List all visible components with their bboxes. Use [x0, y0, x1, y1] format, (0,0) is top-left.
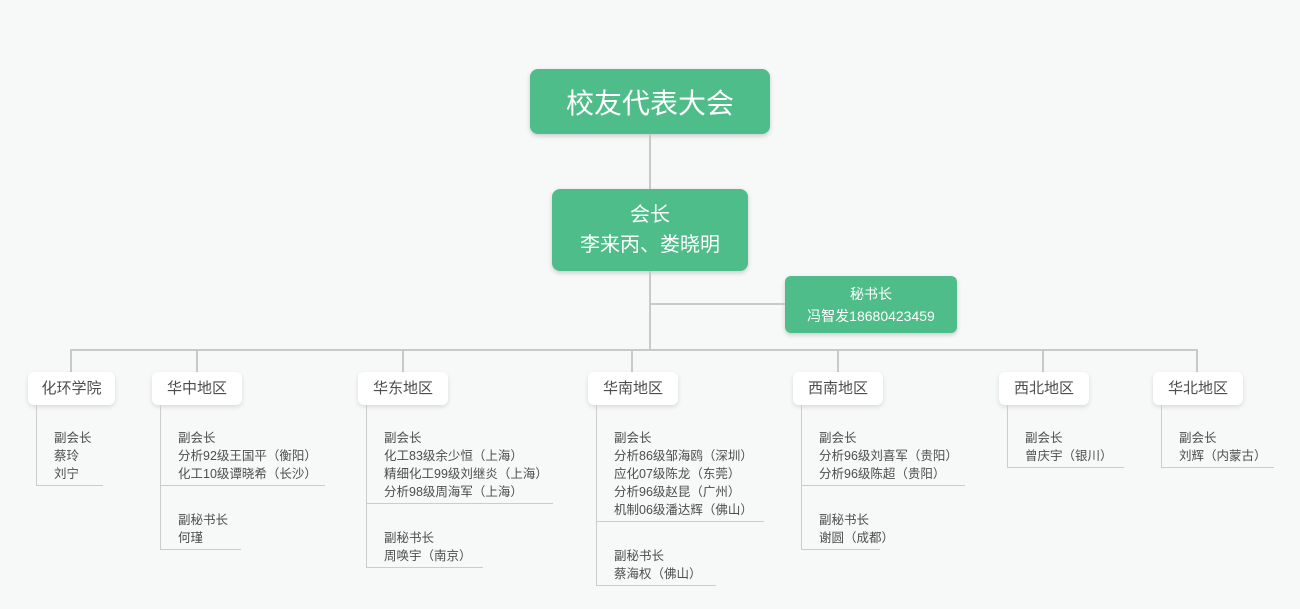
- region-node-xibei[interactable]: 西北地区: [999, 372, 1089, 405]
- leaf-line: 刘宁: [54, 467, 80, 481]
- leaf-line: 分析96级刘喜军（贵阳）: [819, 449, 958, 463]
- leaf-line: 副会长: [614, 431, 652, 445]
- leaf-line: 副秘书长: [384, 531, 435, 545]
- leaf-line: 副会长: [178, 431, 216, 445]
- child-trunk-2: [160, 405, 161, 549]
- leaf-group[interactable]: 副会长 刘辉（内蒙古）: [1161, 429, 1274, 468]
- leaf-line: 曾庆宇（银川）: [1025, 449, 1113, 463]
- leaf-line: 副会长: [1025, 431, 1063, 445]
- region-node-xinan[interactable]: 西南地区: [793, 372, 883, 405]
- region-node-huanan[interactable]: 华南地区: [588, 372, 678, 405]
- leaf-line: 刘辉（内蒙古）: [1179, 449, 1267, 463]
- leaf-line: 蔡海权（佛山）: [614, 567, 702, 581]
- region-node-huahuan[interactable]: 化环学院: [28, 372, 115, 405]
- president-node[interactable]: 会长 李来丙、娄晓明: [552, 189, 748, 271]
- leaf-group[interactable]: 副会长 蔡玲 刘宁: [36, 429, 103, 486]
- connector-drop-3: [402, 349, 404, 372]
- connector-president-spine: [649, 271, 651, 349]
- region-node-huazhong[interactable]: 华中地区: [152, 372, 242, 405]
- leaf-line: 机制06级潘达辉（佛山）: [614, 503, 753, 517]
- region-node-huadong[interactable]: 华东地区: [358, 372, 448, 405]
- child-trunk-4: [596, 405, 597, 585]
- secretary-title: 秘书长: [850, 285, 892, 302]
- connector-root-president: [649, 134, 651, 189]
- child-trunk-1: [36, 405, 37, 486]
- secretary-contact: 冯智发18680423459: [807, 307, 935, 324]
- root-node[interactable]: 校友代表大会: [530, 69, 770, 134]
- connector-spine: [70, 349, 1198, 351]
- leaf-line: 分析96级陈超（贵阳）: [819, 467, 946, 481]
- connector-drop-7: [1196, 349, 1198, 372]
- leaf-line: 周唤宇（南京）: [384, 549, 472, 563]
- connector-drop-6: [1042, 349, 1044, 372]
- leaf-group[interactable]: 副秘书长 周唤宇（南京）: [366, 529, 483, 568]
- child-trunk-3: [366, 405, 367, 567]
- connector-drop-4: [631, 349, 633, 372]
- child-trunk-5: [801, 405, 802, 549]
- child-trunk-6: [1007, 405, 1008, 467]
- leaf-line: 化工83级余少恒（上海）: [384, 449, 523, 463]
- leaf-group[interactable]: 副秘书长 何瑾: [160, 511, 241, 550]
- leaf-group[interactable]: 副会长 分析86级邹海鸥（深圳） 应化07级陈龙（东莞） 分析96级赵昆（广州）…: [596, 429, 764, 522]
- leaf-group[interactable]: 副会长 化工83级余少恒（上海） 精细化工99级刘继炎（上海） 分析98级周海军…: [366, 429, 553, 504]
- leaf-line: 分析96级赵昆（广州）: [614, 485, 741, 499]
- leaf-group[interactable]: 副会长 分析92级王国平（衡阳） 化工10级谭晓希（长沙）: [160, 429, 325, 486]
- leaf-line: 副秘书长: [614, 549, 665, 563]
- leaf-line: 副会长: [54, 431, 92, 445]
- leaf-line: 化工10级谭晓希（长沙）: [178, 467, 317, 481]
- leaf-group[interactable]: 副会长 曾庆宇（银川）: [1007, 429, 1124, 468]
- leaf-line: 分析92级王国平（衡阳）: [178, 449, 317, 463]
- connector-secretary-branch: [650, 303, 785, 305]
- child-trunk-7: [1161, 405, 1162, 467]
- connector-drop-1: [70, 349, 72, 372]
- leaf-group[interactable]: 副会长 分析96级刘喜军（贵阳） 分析96级陈超（贵阳）: [801, 429, 965, 486]
- leaf-line: 分析98级周海军（上海）: [384, 485, 523, 499]
- connector-drop-2: [196, 349, 198, 372]
- leaf-line: 谢圆（成都）: [819, 531, 895, 545]
- leaf-line: 副会长: [819, 431, 857, 445]
- leaf-line: 分析86级邹海鸥（深圳）: [614, 449, 753, 463]
- president-title: 会长: [630, 204, 670, 226]
- leaf-line: 精细化工99级刘继炎（上海）: [384, 467, 548, 481]
- leaf-line: 副会长: [384, 431, 422, 445]
- connector-drop-5: [837, 349, 839, 372]
- leaf-group[interactable]: 副秘书长 谢圆（成都）: [801, 511, 895, 550]
- leaf-line: 蔡玲: [54, 449, 80, 463]
- leaf-line: 应化07级陈龙（东莞）: [614, 467, 741, 481]
- leaf-group[interactable]: 副秘书长 蔡海权（佛山）: [596, 547, 716, 586]
- root-title: 校友代表大会: [565, 87, 734, 119]
- leaf-line: 副会长: [1179, 431, 1217, 445]
- leaf-line: 何瑾: [178, 531, 204, 545]
- leaf-line: 副秘书长: [178, 513, 229, 527]
- president-names: 李来丙、娄晓明: [580, 234, 720, 256]
- region-node-huabei[interactable]: 华北地区: [1153, 372, 1243, 405]
- leaf-line: 副秘书长: [819, 513, 870, 527]
- secretary-node[interactable]: 秘书长 冯智发18680423459: [785, 276, 957, 333]
